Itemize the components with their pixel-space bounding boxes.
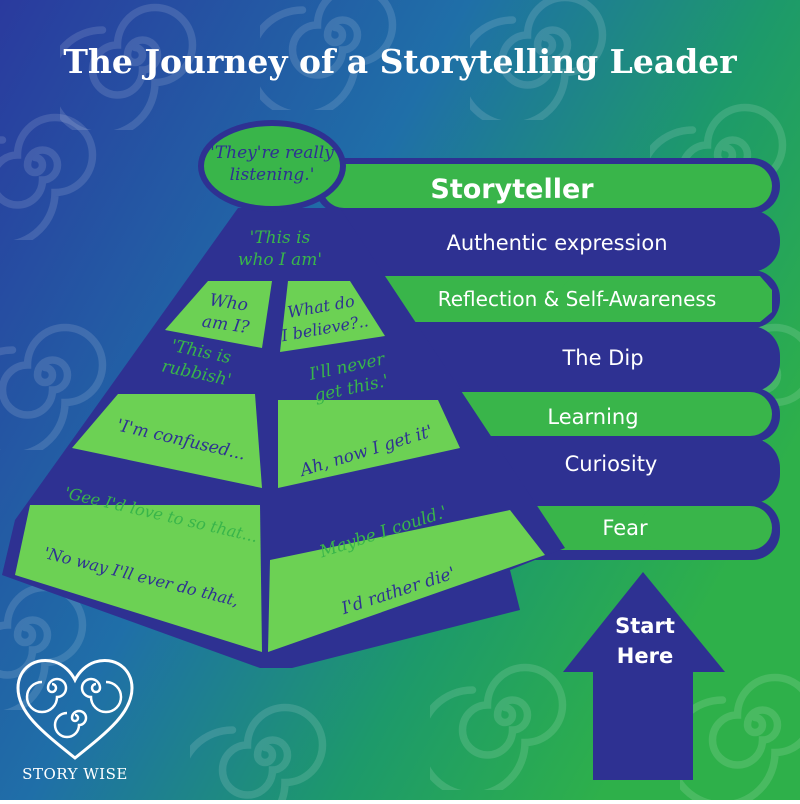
panel-no-way <box>15 505 262 652</box>
start-here-arrow <box>563 572 725 780</box>
panel-get-it <box>278 400 460 488</box>
stage-label-the-dip: The Dip <box>561 346 643 370</box>
page-title: The Journey of a Storytelling Leader <box>63 42 737 81</box>
stage-label-storyteller: Storyteller <box>430 174 594 205</box>
stage-label-authentic-expression: Authentic expression <box>446 231 667 255</box>
pyramid-panels <box>15 281 545 652</box>
stage-label-curiosity: Curiosity <box>565 452 658 476</box>
brand-name: STORY WISE <box>22 765 128 783</box>
stage-label-learning: Learning <box>547 405 638 429</box>
story-wise-logo <box>16 659 134 760</box>
panel-who-am-i <box>165 281 272 348</box>
panel-rather-die <box>268 510 545 652</box>
panel-what-do-i-believe <box>280 281 385 352</box>
stage-band-authentic-expression <box>315 210 780 272</box>
panel-confused <box>72 394 262 488</box>
stage-label-reflection-self-awareness: Reflection & Self-Awareness <box>438 287 717 311</box>
stage-label-fear: Fear <box>602 516 648 540</box>
